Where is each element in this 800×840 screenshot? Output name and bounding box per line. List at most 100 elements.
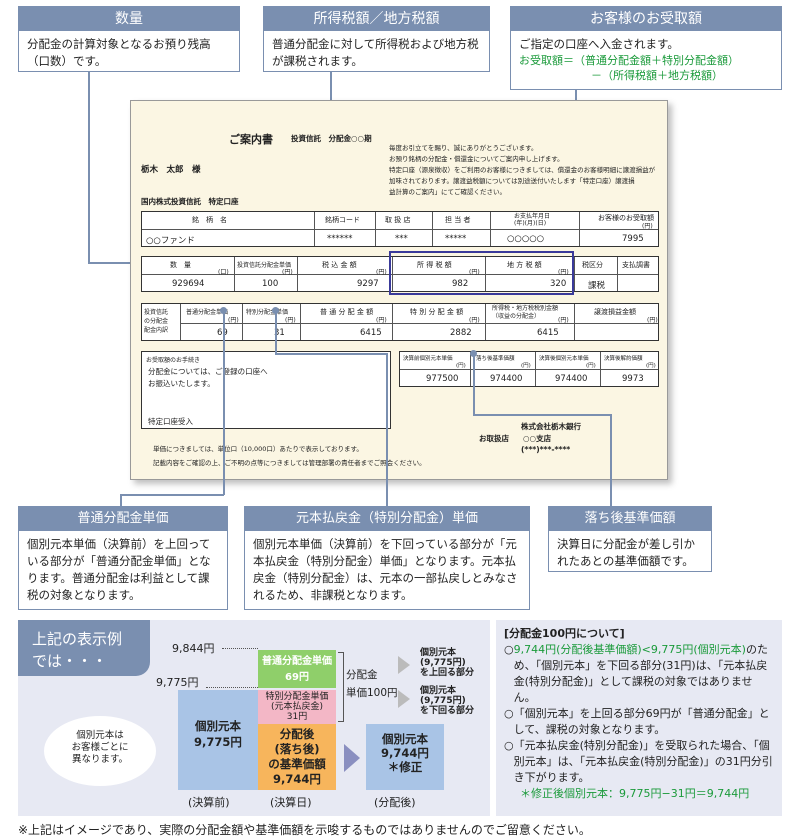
footer-note-2: 記載内容をご確認の上、ご不明の点等につきましては管理部署の責任者までご照会くださ… <box>153 459 426 467</box>
post-cancel-value: 9973 <box>622 374 644 384</box>
callout-body: 個別元本単価（決算前）を上回っている部分が「普通分配金単価」となります。普通分配… <box>27 537 211 602</box>
header-report: 支払調書 <box>622 261 650 269</box>
income-tax-value: 982 <box>452 279 469 289</box>
arrow-right-icon <box>398 656 410 674</box>
procedure-text-2: お振込いたします。 <box>148 379 215 388</box>
note-bubble: 個別元本は お客様ごとに 異なります。 <box>44 716 156 786</box>
receipt-amount: 7995 <box>622 234 644 244</box>
callout-quantity: 数量 分配金の計算対象となるお預り残高（口数）です。 <box>18 6 240 72</box>
fund-row: 銘 柄 名 銘柄コード 取 扱 店 担 当 者 お支払年月日 (年)(月)(日)… <box>141 211 659 247</box>
procedure-text-3: 特定口座受入 <box>148 417 193 426</box>
explain-p1: のため、「個別元本」を下回る部分(31円)は、「元本払戻金(特別分配金)」として… <box>513 643 768 704</box>
bar-after-price: 分配後 (落ち後) の基準価額 9,744円 <box>258 724 336 790</box>
price-row: 決算前個別元本単価 落ち後基準価額 決算後個別元本単価 決算後解約価額 (円) … <box>399 351 659 387</box>
arrow-right-icon <box>398 690 410 708</box>
header-quantity: 数 量 <box>170 261 191 269</box>
greeting-text: 毎度お引立てを賜り、誠にありがとうございます。 お預り銘柄の分配金・償還金につい… <box>389 144 656 196</box>
header-branch: 取 扱 店 <box>385 216 411 224</box>
receipt-formula-1: お受取額＝（普通分配金額＋特別分配金額） <box>519 54 739 67</box>
quantity-value: 929694 <box>172 279 205 289</box>
unit-price-value: 100 <box>262 279 279 289</box>
bar-ordinary-distribution: 普通分配金単価 69円 <box>258 650 336 688</box>
callout-body: 決算日に分配金が差し引かれたあとの基準価額です。 <box>557 537 695 568</box>
footer-note-1: 単価につきましては、単位口（10,000口）あたりで表示しております。 <box>153 445 363 453</box>
callout-title: 数量 <box>19 7 239 31</box>
bracket-label: 分配金 単価100円 <box>346 669 398 699</box>
notice-document: ご案内書 投資信託 分配金○○期 栃木 太郎 様 国内株式投資信託 特定口座 毎… <box>130 100 668 480</box>
price-top-label: 9,844円 <box>172 642 215 655</box>
branch-phone: (***)***-**** <box>521 445 571 454</box>
tax-breakdown-value: 6415 <box>537 328 559 338</box>
header-post-cancel: 決算後解約価額 <box>604 356 643 362</box>
connector-line <box>473 353 475 415</box>
procedure-text-1: 分配金については、ご登録の口座へ <box>148 367 268 376</box>
explain-p1-highlight: 9,744円(分配後基準価額)<9,775円(個別元本) <box>513 643 746 656</box>
breakdown-label: 投資信託の分配金配金内訳 <box>144 309 169 334</box>
callout-body: 個別元本単価（決算前）を下回っている部分が「元本払戻金（特別分配金）単価」となり… <box>253 537 518 602</box>
fund-name: ○○ファンド <box>146 236 195 246</box>
connector-line <box>120 494 122 508</box>
header-special-amount: 特 別 分 配 金 額 <box>410 308 464 316</box>
below-principal-label: 個別元本 (9,775円) を下回る部分 <box>420 686 475 716</box>
guide-line <box>222 648 258 649</box>
caption-before: (決算前) <box>188 796 230 809</box>
callout-title: お客様のお受取額 <box>511 7 781 31</box>
header-tax-breakdown: 所得税・地方税税別金額 （収益の分配金） <box>492 305 559 320</box>
doc-title: ご案内書 <box>229 133 273 146</box>
explanation-box: [分配金100円について] ○9,744円(分配後基準価額)<9,775円(個別… <box>496 620 782 816</box>
receipt-formula-2: －（所得税額＋地方税額） <box>591 69 723 82</box>
doc-subtitle: 投資信託 分配金○○期 <box>291 134 372 143</box>
breakdown-row: 投資信託の分配金配金内訳 普通分配金単価 特別分配金単価 普 通 分 配 金 額… <box>141 303 659 341</box>
arrow-right-icon <box>344 744 360 772</box>
bracket <box>338 652 344 722</box>
callout-tax: 所得税額／地方税額 普通分配金に対して所得税および地方税が課税されます。 <box>263 6 490 72</box>
header-income-tax: 所 得 税 額 <box>417 261 452 269</box>
fund-code: ****** <box>327 234 353 244</box>
customer-name: 栃木 太郎 様 <box>141 165 201 175</box>
ordinary-amount-value: 6415 <box>360 328 382 338</box>
connector-line <box>386 353 388 508</box>
callout-body: 普通分配金に対して所得税および地方税が課税されます。 <box>272 37 479 68</box>
explain-p3: 「元本払戻金(特別分配金)」を受取られた場合、「個別元本」は、「元本払戻金(特別… <box>513 739 773 784</box>
callout-title: 普通分配金単価 <box>19 507 227 531</box>
connector-line <box>275 353 387 355</box>
callout-title: 元本払戻金（特別分配金）単価 <box>245 507 529 531</box>
special-unit-value: 31 <box>274 328 285 338</box>
connector-line <box>610 414 612 508</box>
caption-settlement: (決算日) <box>270 796 312 809</box>
header-local-tax: 地 方 税 額 <box>507 261 542 269</box>
header-pre-principal: 決算前個別元本単価 <box>403 356 453 362</box>
tax-class-value: 課税 <box>588 281 606 291</box>
callout-afterprice: 落ち後基準価額 決算日に分配金が差し引かれたあとの基準価額です。 <box>548 506 712 572</box>
callout-special: 元本払戻金（特別分配金）単価 個別元本単価（決算前）を下回っている部分が「元本払… <box>244 506 530 610</box>
example-label: 上記の表示例 では・・・ <box>18 620 150 676</box>
procedure-box: お受取額のお手続き 分配金については、ご登録の口座へ お振込いたします。 特定口… <box>141 351 391 429</box>
tax-highlight-frame <box>389 251 574 295</box>
procedure-label: お受取額のお手続き <box>146 357 201 364</box>
header-tax-class: 税区分 <box>582 261 603 269</box>
bar-special-distribution: 特別分配金単価 (元本払戻金) 31円 <box>258 690 336 724</box>
branch-label: お取扱店 <box>479 434 509 443</box>
bar-principal-after: 個別元本 9,744円 ＊修正 <box>366 724 444 790</box>
bar-principal-before-label: 個別元本 9,775円 <box>194 719 242 749</box>
header-after-price: 落ち後基準価額 <box>476 356 515 362</box>
connector-line <box>275 310 277 354</box>
header-staff: 担 当 者 <box>445 216 471 224</box>
after-price-value: 974400 <box>490 374 523 384</box>
special-amount-value: 2882 <box>450 328 472 338</box>
pre-principal-value: 977500 <box>426 374 459 384</box>
ordinary-unit-value: 69 <box>217 328 228 338</box>
guide-line <box>206 687 258 688</box>
callout-receipt: お客様のお受取額 ご指定の口座へ入金されます。 お受取額＝（普通分配金額＋特別分… <box>510 6 782 90</box>
explain-p4: ＊修正後個別元本：9,775円−31円＝9,744円 <box>520 787 750 800</box>
header-gross: 税 込 金 額 <box>322 261 357 269</box>
callout-ordinary: 普通分配金単価 個別元本単価（決算前）を上回っている部分が「普通分配金単価」とな… <box>18 506 228 610</box>
header-fund-code: 銘柄コード <box>325 216 360 224</box>
connector-line <box>88 72 90 263</box>
pay-date: ○○○○○ <box>507 234 545 244</box>
bank-name: 株式会社栃木銀行 <box>521 422 581 431</box>
above-principal-label: 個別元本 (9,775円) を上回る部分 <box>420 648 475 678</box>
explain-p2: 「個別元本」を上回る部分69円が「普通分配金」として、課税の対象となります。 <box>513 707 770 736</box>
header-post-principal: 決算後個別元本単価 <box>539 356 589 362</box>
branch-code: *** <box>395 234 408 244</box>
